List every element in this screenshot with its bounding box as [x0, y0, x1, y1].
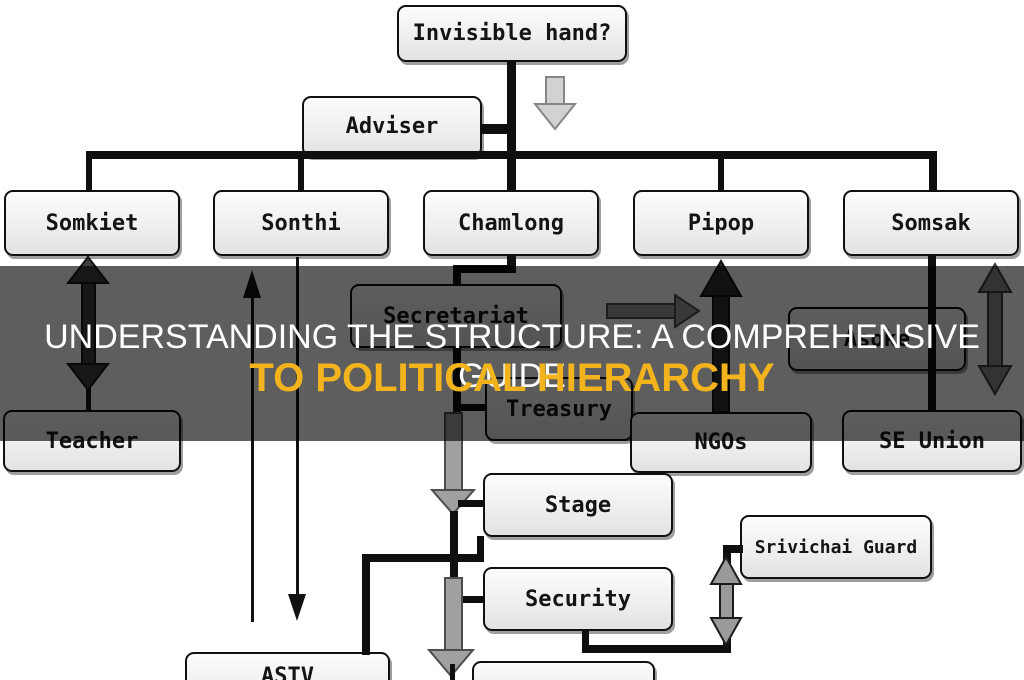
headline-banner: UNDERSTANDING THE STRUCTURE: A COMPREHEN…: [0, 266, 1024, 441]
node-label: Pipop: [687, 210, 755, 236]
node-label: Srivichai Guard: [754, 536, 918, 558]
line-stub-stage: [458, 500, 484, 507]
down-arrow-icon-column-2: [426, 577, 476, 678]
node-label: ASTV: [261, 664, 314, 680]
line-stage-down: [477, 536, 484, 562]
node-somsak: Somsak: [843, 190, 1019, 256]
line-security-down: [582, 630, 589, 651]
line-column-tail: [450, 664, 455, 680]
node-stage: Stage: [483, 473, 673, 537]
line-to-astv: [362, 554, 370, 655]
node-label: Security: [525, 586, 631, 612]
node-srivichai-guard: Srivichai Guard: [740, 515, 932, 579]
line-up-srivichai: [723, 548, 731, 651]
line-invisiblehand-trunk: [507, 60, 516, 156]
line-drop-sonthi: [298, 158, 304, 191]
node-label: Stage: [544, 492, 612, 518]
line-stub-security: [460, 596, 485, 603]
node-label: Sonthi: [261, 210, 341, 236]
line-drop-somsak: [929, 151, 937, 191]
node-astv: ASTV: [185, 652, 390, 680]
line-drop-somkiet: [86, 158, 92, 191]
node-security: Security: [483, 567, 673, 631]
node-chamlong: Chamlong: [423, 190, 599, 256]
node-label: Invisible hand?: [412, 21, 612, 46]
node-partial-bottom: [472, 661, 655, 680]
line-drop-chamlong: [507, 158, 516, 191]
down-arrow-icon-invisible-hand: [532, 76, 578, 131]
node-sonthi: Sonthi: [213, 190, 389, 256]
node-pipop: Pipop: [633, 190, 809, 256]
banner-title-line2: TO POLITICAL HIERARCHY: [249, 356, 775, 400]
node-label: Somsak: [891, 210, 971, 236]
line-stage-left: [362, 554, 484, 562]
node-label: Adviser: [345, 114, 439, 139]
node-somkiet: Somkiet: [4, 190, 180, 256]
node-adviser: Adviser: [302, 96, 482, 157]
line-adviser-stub: [480, 124, 510, 134]
node-label: Somkiet: [45, 210, 139, 236]
node-label: Chamlong: [458, 210, 564, 236]
node-invisible-hand: Invisible hand?: [397, 5, 627, 62]
line-bus: [86, 151, 937, 159]
line-drop-pipop: [718, 158, 724, 191]
double-arrow-icon-srivichai: [709, 554, 743, 648]
line-security-right: [582, 645, 731, 653]
banner-title-line1: UNDERSTANDING THE STRUCTURE: A COMPREHEN…: [44, 318, 980, 395]
line-column-mid: [450, 511, 458, 580]
